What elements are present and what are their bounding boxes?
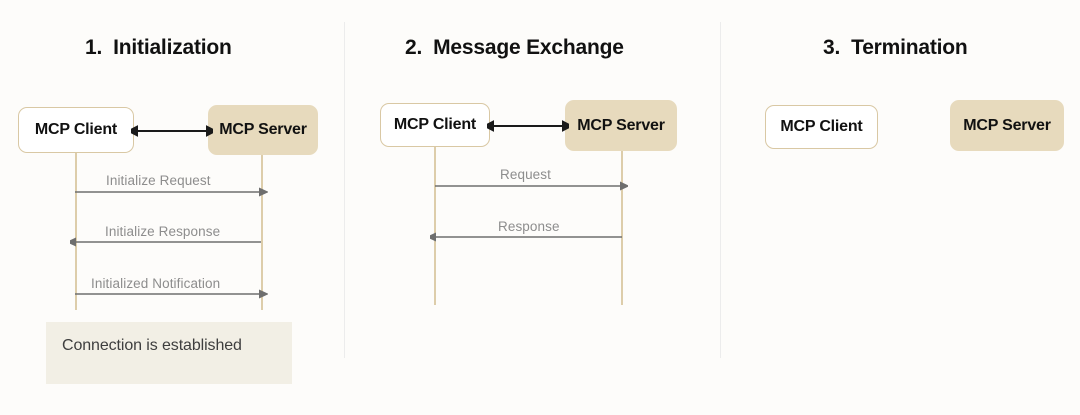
panel1-mcp-client-label: MCP Client (34, 121, 118, 139)
panel2-client-lifeline (434, 147, 436, 305)
panel-title-text-2: Message Exchange (433, 36, 624, 59)
panel-number-2: 2. (405, 36, 423, 59)
panel1-mcp-client-node[interactable]: MCP Client (18, 107, 134, 153)
panel1-client-lifeline (75, 153, 77, 310)
panel1-message-arrow-0 (75, 187, 268, 197)
panel2-server-lifeline (621, 151, 623, 305)
panel3-mcp-server-node[interactable]: MCP Server (950, 100, 1064, 151)
panel1-server-lifeline (261, 155, 263, 310)
panel2-mcp-server-label: MCP Server (577, 116, 665, 134)
panel2-mcp-client-label: MCP Client (393, 116, 477, 134)
panel-title-text-3: Termination (851, 36, 968, 59)
panel1-message-arrow-1 (70, 237, 261, 247)
panel1-message-label-1: Initialize Response (105, 224, 221, 239)
panel3-mcp-client-node[interactable]: MCP Client (765, 105, 878, 149)
panel-divider-1 (344, 22, 345, 358)
panel1-mcp-server-node[interactable]: MCP Server (208, 105, 318, 155)
panel2-message-label-1: Response (498, 219, 560, 234)
panel2-message-arrow-1 (430, 232, 622, 242)
panel2-message-label-0: Request (500, 167, 551, 182)
panel-number-3: 3. (823, 36, 841, 59)
panel-title-message-exchange: 2. Message Exchange (405, 36, 624, 60)
panel-title-termination: 3. Termination (823, 36, 968, 60)
panel1-connection-note: Connection is established (46, 322, 292, 384)
panel2-mcp-server-node[interactable]: MCP Server (565, 100, 677, 151)
panel-number-1: 1. (85, 36, 103, 59)
panel1-message-label-0: Initialize Request (106, 173, 211, 188)
panel-divider-2 (720, 22, 721, 358)
panel1-mcp-server-label: MCP Server (219, 121, 307, 139)
panel3-mcp-server-label: MCP Server (963, 116, 1051, 134)
panel1-message-label-2: Initialized Notification (91, 276, 221, 291)
panel-title-initialization: 1. Initialization (85, 36, 232, 60)
panel1-handshake-arrow (131, 125, 213, 137)
panel3-mcp-client-label: MCP Client (780, 118, 863, 136)
panel-title-text-1: Initialization (113, 36, 232, 59)
panel2-message-arrow-0 (435, 181, 628, 191)
panel1-message-arrow-2 (75, 289, 268, 299)
panel2-handshake-arrow (487, 120, 569, 132)
panel2-mcp-client-node[interactable]: MCP Client (380, 103, 490, 147)
